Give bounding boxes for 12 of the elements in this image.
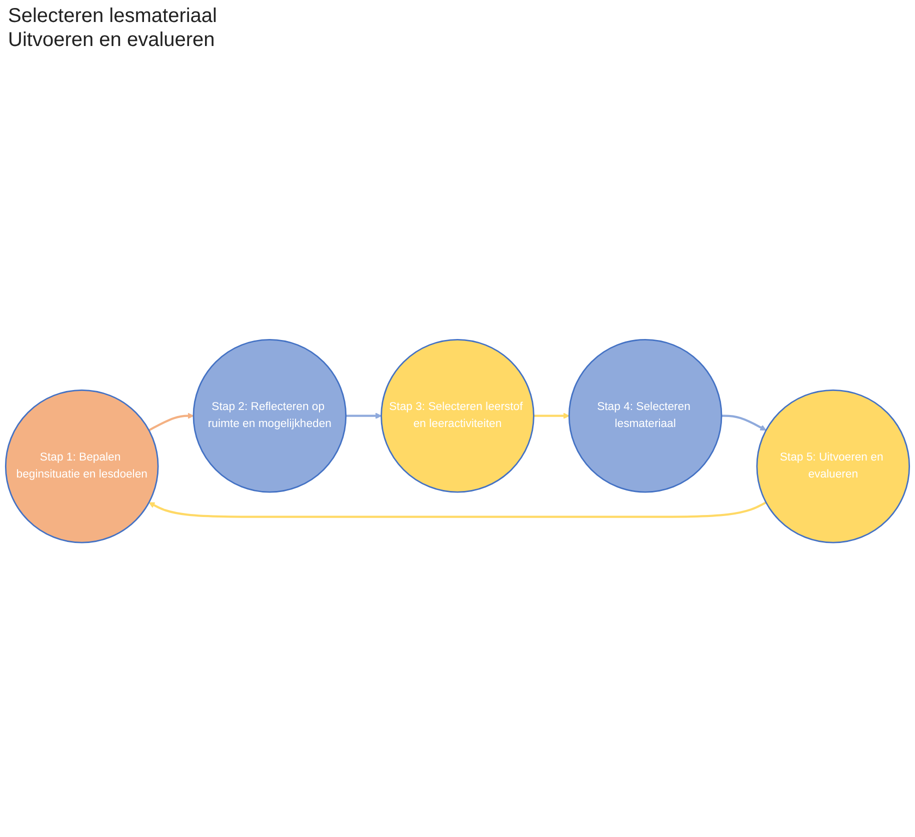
node-circle: Stap 5: Uitvoeren en evalueren (756, 389, 910, 544)
arrow (534, 412, 570, 419)
arrow (346, 412, 382, 419)
note-text: Selecteren lesmateriaal (8, 4, 218, 28)
node-circle: Stap 4: Selecteren lesmateriaal (568, 338, 722, 493)
node-circle: Stap 3: Selecteren leerstof en leeractiviteiten (380, 338, 534, 493)
node-circle: Stap 1: Bepalen beginsituatie en lesdoelen (4, 389, 159, 544)
arrow (722, 414, 766, 430)
node-circle: Stap 2: Reflecteren op ruimte en mogelijkheden (192, 338, 347, 493)
arrow (148, 412, 194, 432)
note-text: Uitvoeren en evalueren (8, 28, 216, 52)
arrow (148, 501, 767, 518)
